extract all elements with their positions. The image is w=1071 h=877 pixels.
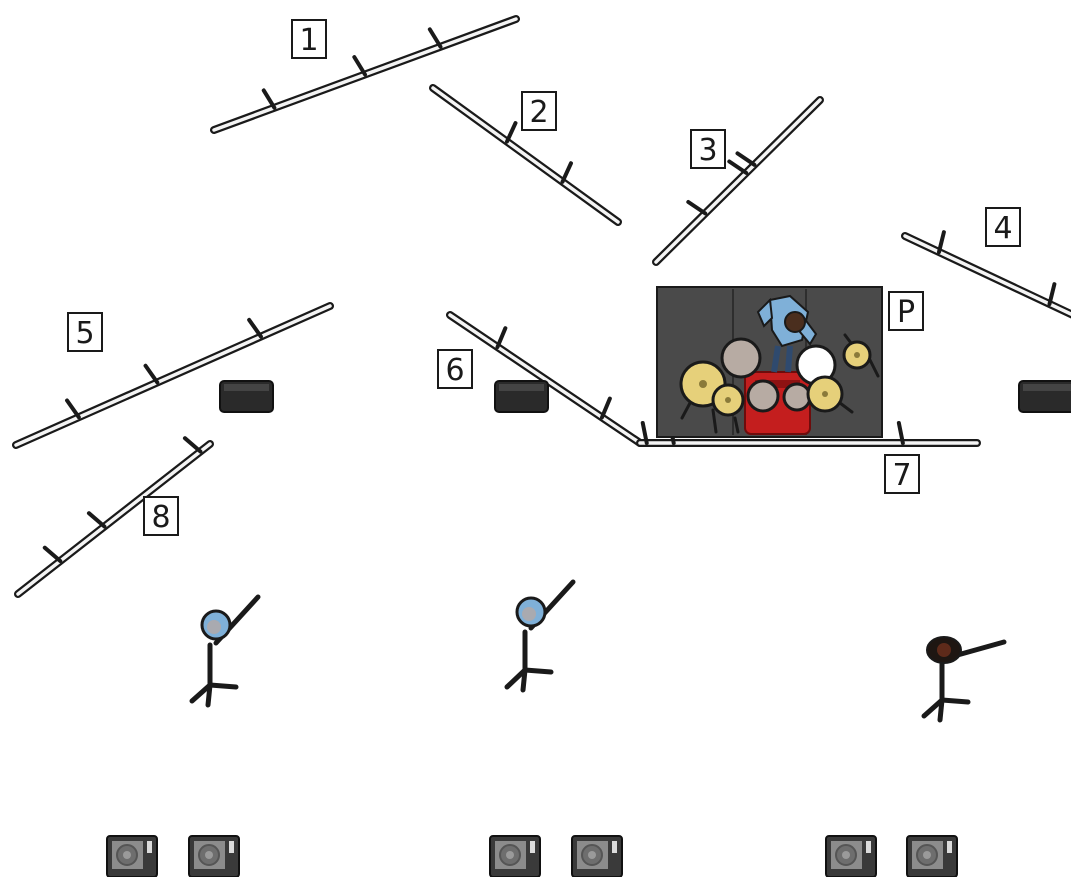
truss-5[interactable] (16, 306, 330, 445)
svg-text:6: 6 (445, 353, 464, 388)
svg-text:7: 7 (892, 458, 911, 493)
svg-text:3: 3 (698, 133, 717, 168)
truss-label-2: 2 (522, 92, 556, 130)
svg-text:1: 1 (299, 23, 318, 58)
truss-label-6: 6 (438, 350, 472, 388)
truss-label-8: 8 (144, 497, 178, 535)
svg-text:P: P (897, 295, 915, 330)
floor-monitor-icon (189, 836, 239, 877)
floor-monitor-icon (826, 836, 876, 877)
truss-label-4: 4 (986, 208, 1020, 246)
wedge-monitor-icon (220, 381, 273, 412)
floor-monitor-icon (907, 836, 957, 877)
floor-monitor-icon (490, 836, 540, 877)
mic-stand-icon (507, 582, 573, 690)
wedge-monitor-icon (1019, 381, 1071, 412)
truss-label-1: 1 (292, 20, 326, 58)
truss-6[interactable] (450, 315, 640, 443)
truss-label-5: 5 (68, 313, 102, 351)
mic-stand-icon (924, 637, 1004, 720)
svg-text:8: 8 (151, 500, 170, 535)
truss-label-7: 7 (885, 455, 919, 493)
svg-text:5: 5 (75, 316, 94, 351)
truss-8[interactable] (18, 438, 210, 594)
mic-stand-icon (192, 597, 258, 705)
floor-monitor-icon (107, 836, 157, 877)
truss-3[interactable] (656, 100, 820, 262)
floor-monitor-icon (572, 836, 622, 877)
wedge-monitor-icon (495, 381, 548, 412)
riser-label: P (889, 292, 923, 330)
svg-text:2: 2 (529, 95, 548, 130)
svg-text:4: 4 (993, 211, 1012, 246)
floor-monitors (107, 836, 957, 877)
truss-label-3: 3 (691, 130, 725, 168)
